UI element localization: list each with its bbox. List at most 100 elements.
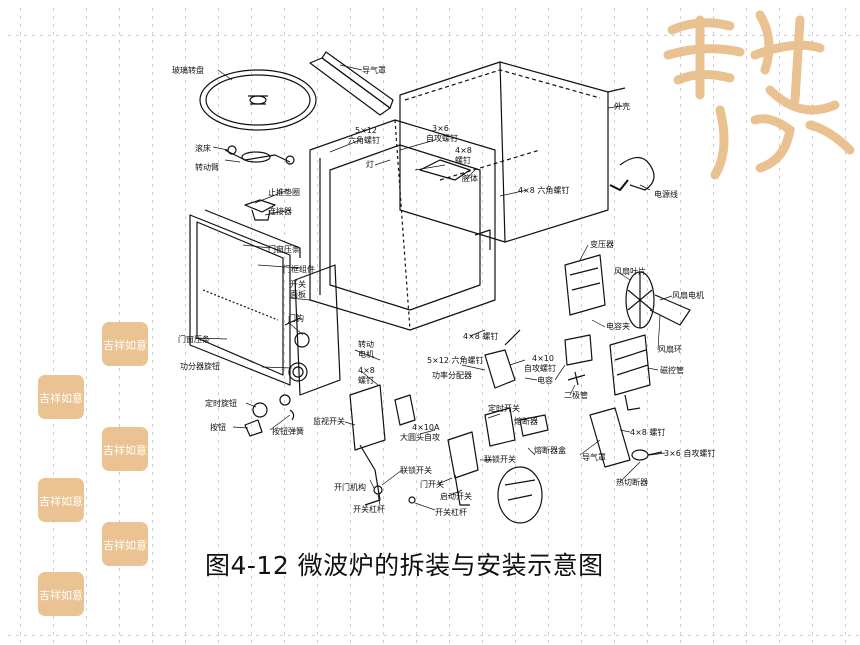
grid-dot	[713, 424, 714, 427]
grid-dot	[20, 288, 21, 291]
grid-dot	[185, 128, 186, 131]
grid-dot	[251, 352, 252, 355]
grid-dot	[20, 56, 21, 59]
grid-dot	[119, 24, 120, 27]
grid-dot	[218, 504, 219, 507]
grid-dot	[218, 568, 219, 571]
grid-dot	[251, 376, 252, 379]
grid-dot	[845, 24, 846, 27]
grid-dot	[482, 112, 483, 115]
grid-dot	[185, 288, 186, 291]
grid-dot	[350, 576, 351, 579]
grid-dot	[416, 16, 417, 19]
label-screw-4x8-d: 4×8 螺钉	[630, 428, 666, 437]
grid-dot	[416, 424, 417, 427]
grid-dot	[284, 384, 285, 387]
grid-dot	[614, 144, 615, 147]
grid-dot	[614, 240, 615, 243]
grid-dot	[350, 488, 351, 491]
grid-dot	[845, 40, 846, 43]
grid-dot	[482, 576, 483, 579]
grid-dot	[779, 216, 780, 219]
grid-dot	[350, 176, 351, 179]
grid-dot	[86, 136, 87, 139]
grid-dot	[53, 336, 54, 339]
grid-dot	[614, 520, 615, 523]
label-lamp: 灯	[366, 160, 374, 169]
grid-dot	[350, 536, 351, 539]
grid-dot	[515, 480, 516, 483]
grid-dot	[449, 168, 450, 171]
grid-dot	[119, 128, 120, 131]
grid-dot	[152, 440, 153, 443]
grid-dot	[779, 496, 780, 499]
grid-dot	[152, 88, 153, 91]
grid-dot	[218, 240, 219, 243]
grid-dot	[317, 128, 318, 131]
grid-dot	[680, 16, 681, 19]
grid-dot	[632, 635, 635, 636]
grid-dot	[86, 32, 87, 35]
grid-dot	[218, 328, 219, 331]
grid-dot	[119, 488, 120, 491]
grid-dot	[680, 88, 681, 91]
grid-dot	[548, 592, 549, 595]
grid-dot	[317, 432, 318, 435]
grid-dot	[383, 488, 384, 491]
grid-dot	[482, 352, 483, 355]
grid-dot	[185, 624, 186, 627]
grid-dot	[647, 472, 648, 475]
grid-dot	[812, 32, 813, 35]
grid-dot	[20, 360, 21, 363]
label-door-hook: 门钩	[288, 314, 304, 323]
grid-dot	[284, 256, 285, 259]
grid-dot	[251, 200, 252, 203]
grid-dot	[119, 160, 120, 163]
grid-dot	[284, 136, 285, 139]
grid-dot	[152, 264, 153, 267]
grid-dot	[350, 568, 351, 571]
grid-dot	[288, 635, 291, 636]
grid-dot	[86, 8, 87, 11]
grid-dot	[272, 35, 275, 36]
grid-dot	[185, 256, 186, 259]
grid-dot	[350, 416, 351, 419]
grid-dot	[614, 608, 615, 611]
grid-dot	[284, 536, 285, 539]
grid-dot	[440, 35, 443, 36]
grid-dot	[86, 496, 87, 499]
grid-dot	[119, 624, 120, 627]
grid-dot	[680, 392, 681, 395]
grid-dot	[449, 608, 450, 611]
grid-dot	[581, 480, 582, 483]
grid-dot	[218, 88, 219, 91]
grid-dot	[53, 168, 54, 171]
grid-dot	[20, 160, 21, 163]
grid-dot	[383, 88, 384, 91]
grid-dot	[746, 264, 747, 267]
grid-dot	[614, 592, 615, 595]
grid-dot	[20, 248, 21, 251]
grid-dot	[20, 32, 21, 35]
grid-dot	[449, 400, 450, 403]
grid-dot	[614, 328, 615, 331]
grid-dot	[218, 288, 219, 291]
grid-dot	[416, 448, 417, 451]
grid-dot	[251, 424, 252, 427]
grid-dot	[845, 296, 846, 299]
grid-dot	[449, 576, 450, 579]
grid-dot	[515, 104, 516, 107]
grid-dot	[383, 312, 384, 315]
grid-dot	[845, 112, 846, 115]
grid-dot	[812, 552, 813, 555]
grid-dot	[449, 80, 450, 83]
grid-dot	[383, 456, 384, 459]
grid-dot	[515, 560, 516, 563]
grid-dot	[779, 128, 780, 131]
grid-dot	[251, 320, 252, 323]
turntable-part	[199, 69, 317, 131]
grid-dot	[20, 48, 21, 51]
grid-dot	[713, 352, 714, 355]
grid-dot	[53, 144, 54, 147]
grid-dot	[746, 336, 747, 339]
